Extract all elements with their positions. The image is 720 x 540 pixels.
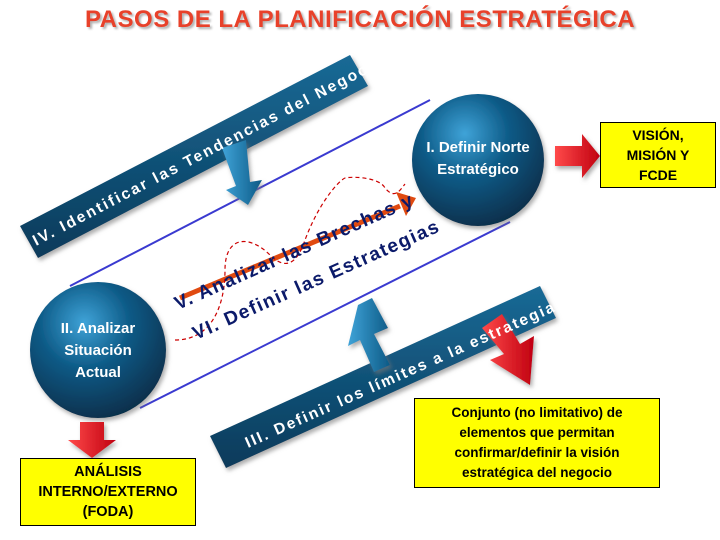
- banner-step-3: [210, 286, 556, 468]
- blue-arrow-up: [348, 298, 390, 372]
- foda-box: ANÁLISIS INTERNO/EXTERNO (FODA): [20, 458, 196, 526]
- blue-arrow-down: [222, 140, 262, 205]
- circle-step-2: [30, 282, 166, 418]
- vision-box-line-2: MISIÓN Y: [626, 147, 690, 163]
- circle-step-1-label: I. Definir Norte Estratégico: [408, 137, 548, 181]
- red-arrow-down: [68, 422, 116, 458]
- step-1-line-1: I. Definir Norte: [426, 139, 530, 156]
- page-title: PASOS DE LA PLANIFICACIÓN ESTRATÉGICA: [84, 6, 636, 33]
- main-strategy-arrow: [179, 192, 416, 301]
- step-2-line-1: II. Analizar: [60, 320, 136, 337]
- foda-box-line-1: ANÁLISIS: [74, 464, 142, 480]
- red-arrow-right: [555, 134, 600, 178]
- step-1-line-2: Estratégico: [437, 161, 519, 178]
- step-2-line-3: Actual: [75, 364, 121, 381]
- vision-box: VISIÓN, MISIÓN Y FCDE: [600, 122, 716, 188]
- dashed-gap-curves: [174, 176, 406, 341]
- step-4-label: IV. Identificar las Tendencias del Negoc…: [30, 52, 388, 249]
- conjunto-box: Conjunto (no limitativo) de elementos qu…: [414, 398, 660, 488]
- vision-box-line-3: FCDE: [638, 167, 678, 183]
- vision-box-line-1: VISIÓN,: [632, 127, 684, 143]
- conjunto-box-line-2: elementos que permitan: [459, 425, 615, 440]
- circle-step-2-label: II. Analizar Situación Actual: [34, 318, 162, 384]
- conjunto-box-line-1: Conjunto (no limitativo) de: [451, 405, 623, 420]
- foda-box-line-2: INTERNO/EXTERNO: [38, 484, 178, 500]
- step-2-line-2: Situación: [64, 342, 132, 359]
- circle-step-1: [412, 94, 544, 226]
- red-arrow-diagonal: [482, 314, 534, 385]
- banner-step-4: [20, 55, 368, 258]
- conjunto-box-line-3: confirmar/definir la visión: [454, 445, 620, 460]
- conjunto-box-line-4: estratégica del negocio: [461, 465, 613, 480]
- foda-box-line-3: (FODA): [82, 504, 134, 520]
